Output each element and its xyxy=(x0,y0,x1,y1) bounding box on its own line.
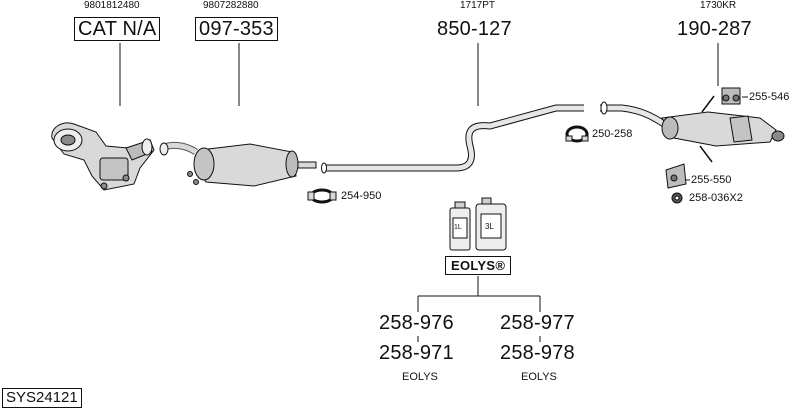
eolys-caption-left: EOLYS xyxy=(402,371,438,383)
system-id-label: SYS24121 xyxy=(2,388,82,408)
callout-rubber-ring[interactable]: 258-036X2 xyxy=(689,192,743,204)
part-label-middle[interactable]: 850-127 xyxy=(437,18,512,40)
rubber-ring-part xyxy=(671,192,683,204)
hanger-bottom-part xyxy=(665,163,687,189)
eolys-brand-label: EOLYS® xyxy=(445,256,512,275)
hanger-top-part xyxy=(721,87,741,105)
can-large-icon xyxy=(475,197,507,251)
clamp-front-part xyxy=(307,188,337,204)
eolys-code-right-1[interactable]: 258-977 xyxy=(500,312,575,334)
callout-clamp-middle[interactable]: 250-258 xyxy=(592,128,633,140)
oem-number-middle: 1717PT xyxy=(460,0,496,11)
middle-pipe xyxy=(321,104,584,174)
callout-clamp-front[interactable]: 254-950 xyxy=(341,190,382,202)
part-label-rear[interactable]: 190-287 xyxy=(677,18,752,40)
can-large-label: 3L xyxy=(485,222,494,231)
catalyst-part xyxy=(51,122,155,191)
eolys-caption-right: EOLYS xyxy=(521,371,557,383)
eolys-code-left-1[interactable]: 258-976 xyxy=(379,312,454,334)
eolys-code-left-2[interactable]: 258-971 xyxy=(379,342,454,364)
rear-silencer xyxy=(600,95,785,163)
eolys-code-right-2[interactable]: 258-978 xyxy=(500,342,575,364)
clamp-middle-part xyxy=(565,125,589,143)
part-label-catalyst[interactable]: CAT N/A xyxy=(74,17,161,41)
can-small-icon xyxy=(449,201,471,251)
callout-hanger-top[interactable]: 255-546 xyxy=(749,91,790,103)
can-small-label: 1L xyxy=(454,224,462,231)
oem-number-rear: 1730KR xyxy=(700,0,737,11)
part-label-filter[interactable]: 097-353 xyxy=(195,17,278,41)
oem-number-filter: 9807282880 xyxy=(203,0,259,11)
filter-part xyxy=(159,141,317,187)
oem-number-catalyst: 9801812480 xyxy=(84,0,140,11)
callout-hanger-bottom[interactable]: 255-550 xyxy=(691,174,732,186)
